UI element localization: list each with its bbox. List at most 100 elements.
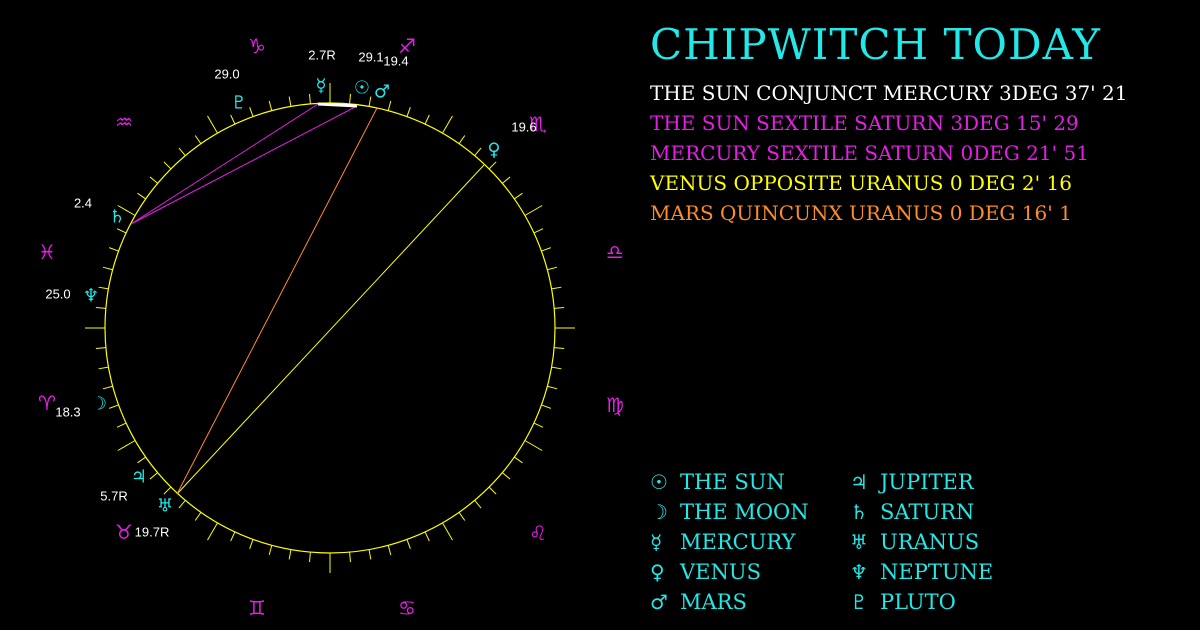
saturn-icon: ♄ [850,500,868,524]
tick-minor [551,366,562,370]
sun-icon: ☉ [354,78,370,99]
tick-minor [194,512,202,521]
legend-label: MERCURY [680,530,796,554]
uranus-icon: ♅ [157,496,173,517]
aspect-line-sun-saturn [130,105,358,225]
legend-item-mars: ♂ MARS [650,587,747,617]
tick-minor [424,114,430,125]
wheel-ticks [85,83,575,573]
tick-major [442,522,453,541]
legend-item-uranus: ♅ URANUS [850,527,979,557]
tick-minor [249,539,254,549]
moon-icon: ☽ [91,394,107,415]
legend-item-mercury: ☿ MERCURY [650,527,795,557]
tick-major [207,115,218,134]
tick-major [207,522,218,541]
legend-item-saturn: ♄ SATURN [850,497,974,527]
mars-icon: ♂ [374,82,390,103]
legend-label: THE SUN [680,470,785,494]
legend-label: MARS [680,590,747,614]
aspect-line-sun-conjunct-mercury: THE SUN CONJUNCT MERCURY 3DEG 37' 21 [650,81,1128,105]
tick-minor [387,545,392,556]
aspect-line-mars-uranus [176,107,378,495]
tick-minor [514,192,523,200]
mercury-icon: ☿ [315,76,326,97]
tick-minor [488,486,497,495]
mercury-degree-label: 2.7R [308,48,335,63]
neptune-icon: ♆ [83,286,99,307]
zodiac-glyphs: ♈♉♊♋♌♍♎♏♐♑♒♓ [38,34,624,620]
saturn-degree-label: 2.4 [74,196,92,211]
legend-label: SATURN [880,500,975,524]
tick-minor [194,135,202,144]
tick-minor [387,100,392,111]
tick-minor [102,266,113,271]
gemini-sign-icon: ♊ [248,596,266,620]
pisces-sign-icon: ♓ [38,240,56,264]
tick-minor [458,135,466,144]
tick-minor [533,422,544,428]
legend-label: PLUTO [880,590,956,614]
tick-major [117,205,136,216]
tick-minor [406,539,411,549]
legend-label: JUPITER [880,470,974,494]
mars-icon: ♂ [650,590,668,614]
tick-minor [95,347,106,349]
tick-minor [178,147,186,156]
libra-sign-icon: ♎ [606,240,624,264]
legend-item-sun: ☉ THE SUN [650,467,785,497]
tick-minor [502,176,511,184]
tick-minor [230,531,236,542]
tick-minor [98,286,109,290]
legend-item-venus: ♀ VENUS [650,557,761,587]
tick-minor [474,147,482,156]
aries-sign-icon: ♈ [38,391,56,415]
tick-minor [116,228,127,234]
tick-minor [541,247,551,252]
tick-minor [514,456,523,464]
wheel-ring-group [104,102,556,554]
aspect-line-mercury-sextile-saturn: MERCURY SEXTILE SATURN 0DEG 21' 51 [650,141,1089,165]
legend-item-jupiter: ♃ JUPITER [850,467,974,497]
planet-glyphs: ☉☽☿♀♂♃♄♅♆♇ [83,76,501,517]
venus-icon: ♀ [650,560,665,584]
venus-icon: ♀ [487,140,500,161]
jupiter-degree-label: 5.7R [100,489,127,504]
tick-minor [109,404,119,409]
tick-minor [309,552,311,563]
taurus-sign-icon: ♉ [115,520,133,544]
tick-major [524,440,543,451]
tick-minor [98,366,109,370]
tick-minor [163,486,172,495]
tick-minor [349,552,351,563]
pluto-icon: ♇ [231,93,247,114]
tick-minor [502,472,511,480]
scorpio-sign-icon: ♏ [529,112,547,136]
aspect-line-sun-mercury [317,102,358,108]
tick-minor [533,228,544,234]
pluto-icon: ♇ [850,590,868,614]
tick-minor [541,404,551,409]
aspect-line-mars-quincunx-uranus: MARS QUINCUNX URANUS 0 DEG 16' 1 [650,201,1072,225]
tick-major [524,205,543,216]
mercury-icon: ☿ [650,530,663,554]
jupiter-icon: ♃ [850,470,868,494]
aspect-line-venus-uranus [176,164,485,495]
tick-minor [288,96,292,107]
cancer-sign-icon: ♋ [398,596,416,620]
moon-degree-label: 18.3 [55,405,80,420]
tick-minor [368,549,372,560]
virgo-sign-icon: ♍ [606,393,624,417]
neptune-degree-label: 25.0 [45,287,70,302]
tick-major [442,115,453,134]
tick-minor [424,531,430,542]
tick-major [117,440,136,451]
saturn-icon: ♄ [109,207,125,228]
tick-minor [230,114,236,125]
astrology-wheel: ♈♉♊♋♌♍♎♏♐♑♒♓ ☉☽☿♀♂♃♄♅♆♇ 29.118.32.7R19.6… [38,34,624,620]
tick-minor [268,100,273,111]
tick-minor [137,456,146,464]
leo-sign-icon: ♌ [529,521,547,545]
tick-minor [554,347,565,349]
